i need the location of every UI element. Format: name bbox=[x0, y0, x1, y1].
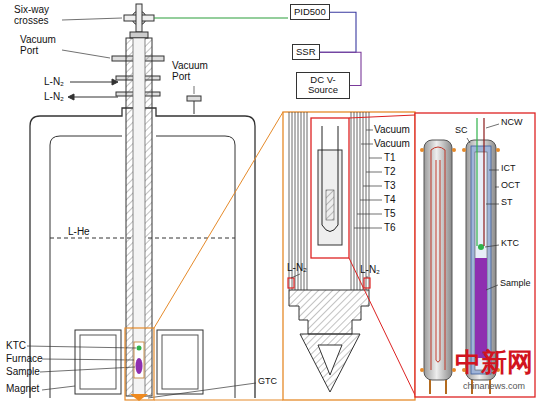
part-name: Six-way crosses bbox=[14, 4, 60, 26]
part-name: L-N₂ bbox=[287, 262, 307, 273]
insert-tube bbox=[126, 38, 152, 396]
zoom-frame bbox=[283, 112, 415, 400]
part-name: Vacuum Port bbox=[20, 34, 64, 56]
part-name: KTC bbox=[501, 239, 519, 249]
layer-name: T1 bbox=[384, 152, 396, 163]
part-name: L-N₂ bbox=[44, 91, 64, 102]
layer-name: T6 bbox=[384, 222, 396, 233]
furnace bbox=[134, 342, 144, 378]
part-name: NCW bbox=[501, 118, 523, 128]
layer-name: T3 bbox=[384, 180, 396, 191]
sample bbox=[136, 358, 143, 374]
sample bbox=[475, 258, 487, 358]
part-name: OCT bbox=[501, 181, 520, 191]
part-name: Sample bbox=[500, 279, 531, 289]
part-name: L-N₂ bbox=[360, 264, 380, 275]
outer-ceramic-tube bbox=[466, 140, 496, 380]
box-label: PID500 bbox=[294, 7, 326, 17]
box-label: SSR bbox=[296, 47, 316, 57]
layer-name: T2 bbox=[384, 166, 396, 177]
part-name: ICT bbox=[501, 164, 516, 174]
box-label: DC V-Source bbox=[300, 75, 346, 96]
watermark: 中新网 bbox=[455, 348, 533, 377]
part-name: ST bbox=[501, 198, 513, 208]
part-name: KTC bbox=[6, 340, 26, 351]
furnace-core bbox=[424, 140, 452, 380]
layer-name: Vacuum bbox=[374, 124, 410, 135]
detail-frame bbox=[415, 113, 535, 397]
inner-ceramic-tube bbox=[471, 146, 491, 374]
part-name: SC bbox=[455, 126, 468, 136]
ktc-sensor bbox=[137, 346, 142, 351]
part-name: GTC bbox=[258, 377, 277, 387]
instrument-box: DC V-Source bbox=[296, 72, 350, 99]
part-name: L-N₂ bbox=[44, 76, 64, 87]
magnet bbox=[75, 330, 121, 394]
layer-name: T5 bbox=[384, 208, 396, 219]
instrument-box: PID500 bbox=[290, 4, 330, 20]
layer-name: T4 bbox=[384, 194, 396, 205]
part-name: Vacuum Port bbox=[172, 60, 216, 82]
six-way-cross bbox=[124, 4, 154, 38]
watermark: chinanews.com bbox=[463, 382, 525, 392]
layer-name: Vacuum bbox=[374, 138, 410, 149]
part-name: L-He bbox=[68, 226, 90, 237]
base-block bbox=[289, 290, 369, 334]
part-name: Furnace bbox=[6, 353, 43, 364]
part-name: Magnet bbox=[6, 383, 39, 394]
instrument-box: SSR bbox=[292, 44, 320, 60]
part-name: Sample bbox=[6, 366, 40, 377]
